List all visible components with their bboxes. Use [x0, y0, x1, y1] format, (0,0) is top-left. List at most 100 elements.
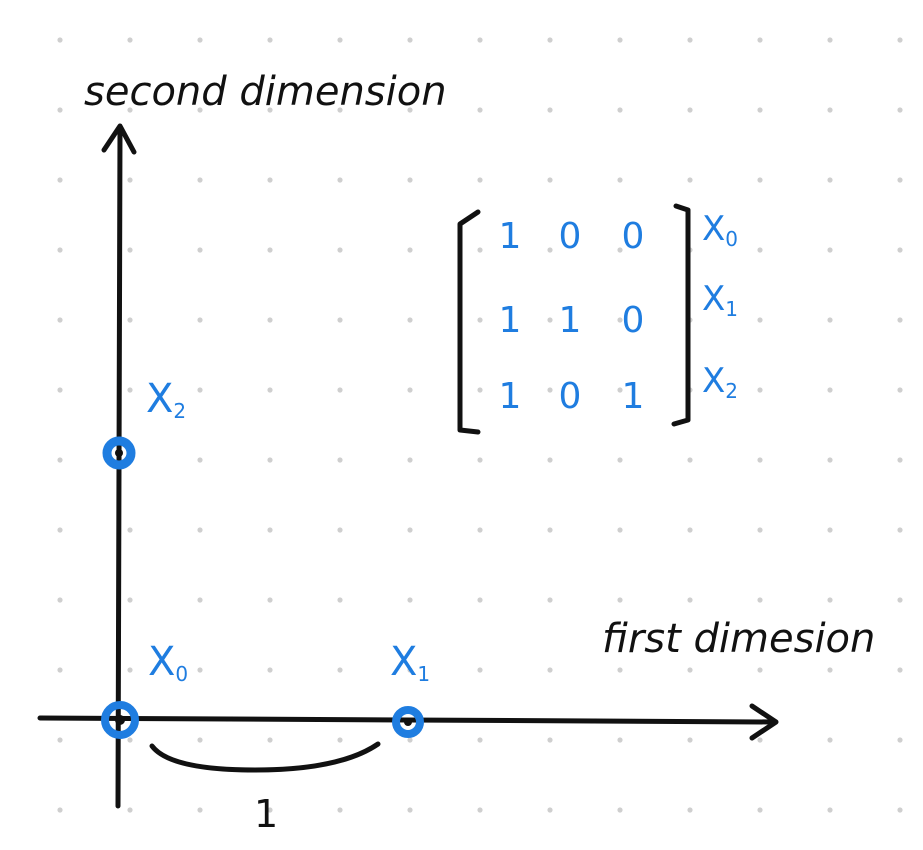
grid-dot	[267, 317, 273, 323]
grid-dot	[827, 247, 833, 253]
grid-dot	[267, 667, 273, 673]
grid-dot	[827, 597, 833, 603]
grid-dot	[267, 387, 273, 393]
grid-dot	[127, 37, 133, 43]
point-label: X2	[146, 376, 186, 423]
grid-dot	[897, 667, 903, 673]
grid-dot	[827, 107, 833, 113]
grid-dot	[757, 597, 763, 603]
grid-dot	[897, 737, 903, 743]
grid-dot	[477, 457, 483, 463]
grid-dot	[617, 597, 623, 603]
grid-dot	[197, 37, 203, 43]
grid-dot	[57, 527, 63, 533]
grid-dot	[407, 527, 413, 533]
grid-dot	[757, 177, 763, 183]
grid-dot	[477, 387, 483, 393]
grid-dot	[197, 317, 203, 323]
grid-dot	[267, 457, 273, 463]
grid-dot	[827, 457, 833, 463]
grid-dot	[57, 807, 63, 813]
grid-dot	[547, 527, 553, 533]
grid-dot	[57, 667, 63, 673]
grid-dot	[337, 737, 343, 743]
point-marker	[102, 436, 136, 470]
grid-dot	[477, 107, 483, 113]
grid-dot	[827, 37, 833, 43]
grid-dot	[547, 667, 553, 673]
grid-dot	[687, 667, 693, 673]
grid-dot	[407, 387, 413, 393]
grid-dot	[617, 667, 623, 673]
grid-dot	[267, 807, 273, 813]
grid-dot	[897, 247, 903, 253]
x-axis-arrowhead-icon	[749, 703, 779, 741]
grid-dot	[547, 807, 553, 813]
grid-dot	[617, 737, 623, 743]
point-x0: X0	[101, 639, 188, 739]
grid-dot	[687, 527, 693, 533]
grid-dot	[57, 177, 63, 183]
point-marker	[101, 701, 139, 739]
grid-dot	[57, 597, 63, 603]
grid-dot	[407, 457, 413, 463]
grid-dot	[407, 317, 413, 323]
grid-dot	[477, 807, 483, 813]
grid-dot	[57, 457, 63, 463]
matrix-cell: 1	[622, 376, 645, 417]
grid-dot	[197, 247, 203, 253]
grid-dot	[197, 527, 203, 533]
grid-dot	[407, 247, 413, 253]
grid-dot	[617, 317, 623, 323]
grid-dot	[547, 177, 553, 183]
grid-dot	[897, 317, 903, 323]
grid-dot	[337, 807, 343, 813]
grid-dot	[617, 247, 623, 253]
grid-dot	[897, 177, 903, 183]
grid-dot	[267, 177, 273, 183]
grid-dot	[197, 807, 203, 813]
grid-dot	[407, 177, 413, 183]
grid-dot	[617, 387, 623, 393]
grid-dot	[757, 37, 763, 43]
grid-dot	[197, 107, 203, 113]
brace-curve	[149, 741, 381, 773]
grid-dot	[757, 387, 763, 393]
grid-dot	[617, 457, 623, 463]
point-label: X0	[148, 639, 188, 686]
x-axis-label: first dimesion	[602, 616, 875, 662]
grid-dot	[477, 317, 483, 323]
grid-dot	[127, 107, 133, 113]
grid-dot	[897, 107, 903, 113]
axes	[37, 123, 779, 809]
grid-dot	[337, 177, 343, 183]
matrix-row-label: X0	[702, 209, 738, 251]
grid-dot	[337, 457, 343, 463]
grid-dot	[617, 37, 623, 43]
grid-dot	[127, 247, 133, 253]
grid-dot	[757, 317, 763, 323]
point-x2: X2	[102, 376, 186, 470]
grid-dot	[267, 527, 273, 533]
grid-dot	[267, 597, 273, 603]
grid-dot	[687, 737, 693, 743]
grid-dot	[897, 457, 903, 463]
distance-brace: 1	[149, 741, 381, 836]
grid-dot	[337, 527, 343, 533]
grid-dot	[687, 107, 693, 113]
grid-dot	[757, 667, 763, 673]
dot-grid	[57, 37, 903, 813]
grid-dot	[127, 807, 133, 813]
grid-dot	[757, 737, 763, 743]
grid-dot	[337, 37, 343, 43]
matrix-cell: 1	[499, 216, 522, 257]
grid-dot	[477, 177, 483, 183]
grid-dot	[827, 527, 833, 533]
grid-dot	[57, 387, 63, 393]
grid-dot	[617, 177, 623, 183]
grid-dot	[127, 737, 133, 743]
grid-dot	[897, 807, 903, 813]
grid-dot	[687, 597, 693, 603]
